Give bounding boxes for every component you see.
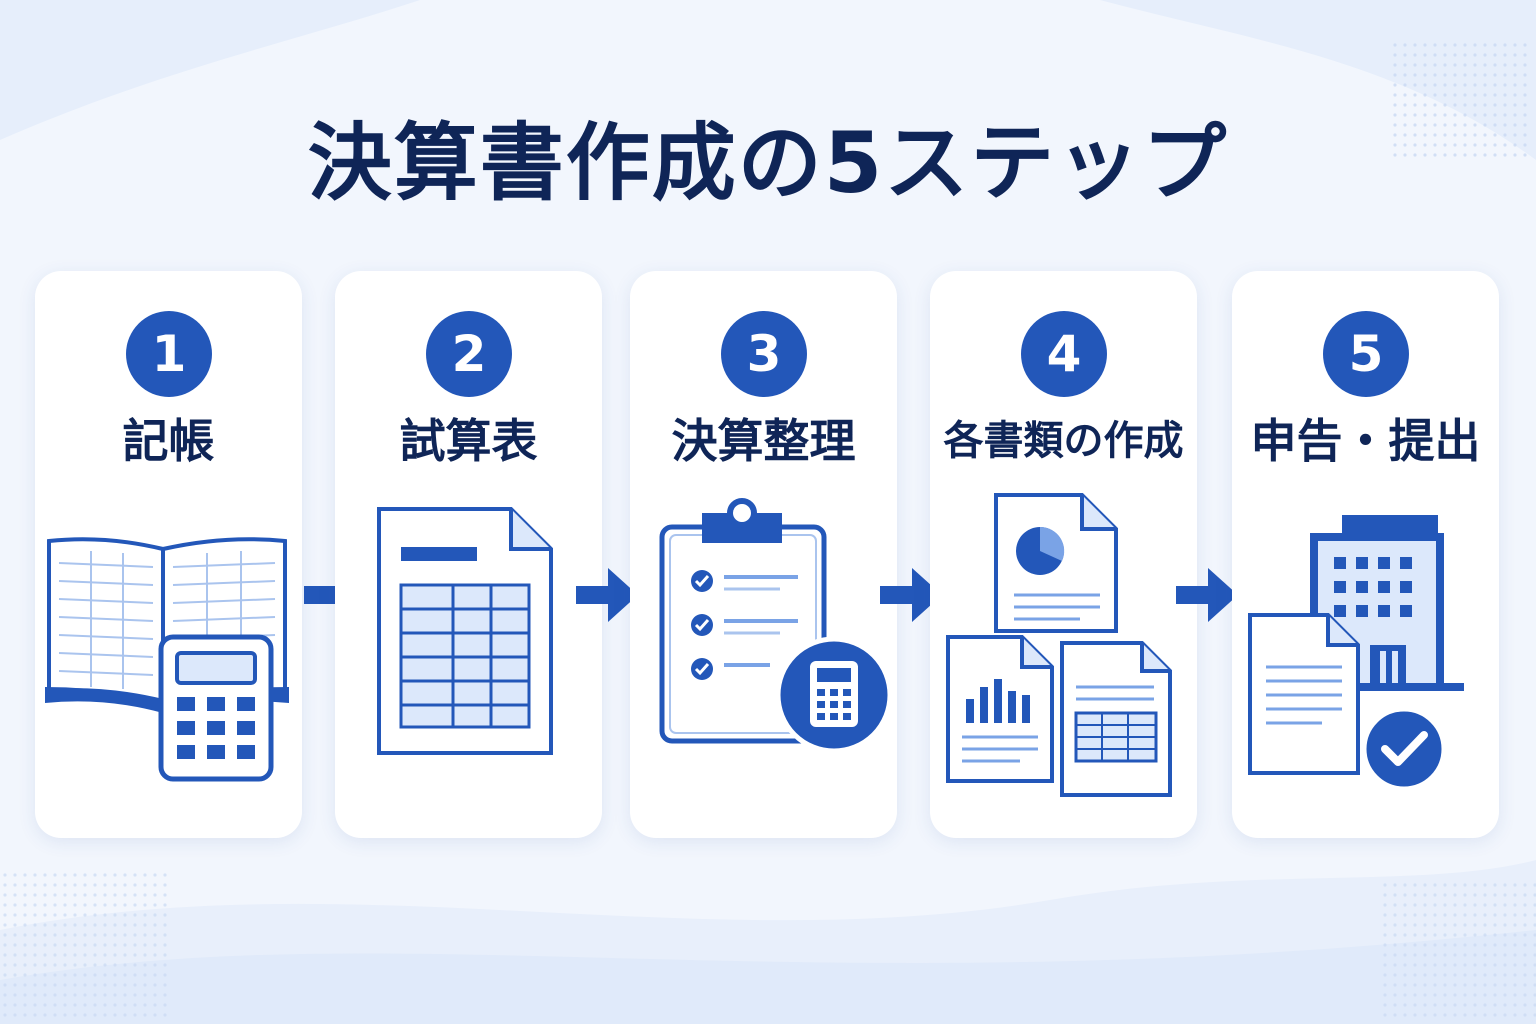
spreadsheet-document-icon: [377, 507, 553, 755]
step-card-2: 2 試算表: [335, 271, 602, 838]
financial-documents-icon: [946, 493, 1172, 797]
step-card-3: 3 決算整理: [630, 271, 897, 838]
step-label: 申告・提出: [1250, 414, 1481, 468]
arrow-right-icon: [576, 568, 638, 622]
step-label: 決算整理: [671, 414, 856, 468]
step-card-5: 5 申告・提出: [1232, 271, 1499, 838]
ledger-with-calculator-icon: [45, 537, 289, 782]
step-number-badge: 2: [426, 311, 512, 397]
step-card-4: 4 各書類の作成: [930, 271, 1197, 838]
step-label: 試算表: [399, 414, 538, 468]
page-title: 決算書作成の5ステップ: [307, 114, 1229, 212]
step-card-1: 1 記帳: [35, 271, 302, 838]
clipboard-checklist-calculator-icon: [659, 498, 893, 754]
step-number-badge: 1: [126, 311, 212, 397]
arrow-right-icon: [1176, 568, 1238, 622]
step-label: 各書類の作成: [943, 418, 1184, 464]
step-number-badge: 3: [721, 311, 807, 397]
office-building-submission-icon: [1248, 515, 1464, 792]
step-number-badge: 4: [1021, 311, 1107, 397]
step-label: 記帳: [122, 414, 215, 468]
arrow-right-icon: [880, 568, 942, 622]
step-number-badge: 5: [1323, 311, 1409, 397]
